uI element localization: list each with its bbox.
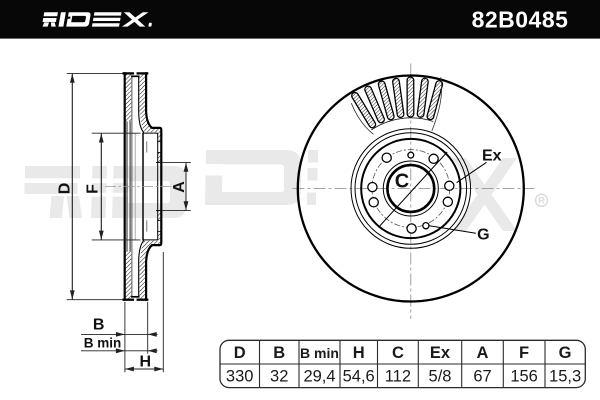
svg-text:29,4: 29,4 xyxy=(303,368,335,386)
svg-text:A: A xyxy=(171,181,188,193)
svg-text:A: A xyxy=(477,344,489,362)
svg-text:F: F xyxy=(84,184,101,194)
svg-text:330: 330 xyxy=(226,368,254,386)
svg-text:H: H xyxy=(353,344,365,362)
svg-text:156: 156 xyxy=(510,368,538,386)
svg-text:Ex: Ex xyxy=(482,148,502,165)
svg-text:D: D xyxy=(234,344,246,362)
svg-text:32: 32 xyxy=(270,368,288,386)
svg-text:D: D xyxy=(56,183,73,195)
svg-text:Ex: Ex xyxy=(430,344,451,362)
svg-text:54,6: 54,6 xyxy=(343,368,375,386)
svg-text:B: B xyxy=(273,344,285,362)
svg-text:C: C xyxy=(392,344,404,362)
svg-text:F: F xyxy=(519,344,529,362)
svg-text:5/8: 5/8 xyxy=(429,368,452,386)
svg-text:H: H xyxy=(140,354,152,371)
svg-text:15,3: 15,3 xyxy=(549,368,581,386)
svg-text:82B0485: 82B0485 xyxy=(472,6,569,32)
svg-text:G: G xyxy=(477,226,489,243)
svg-text:112: 112 xyxy=(385,368,411,386)
svg-text:B min: B min xyxy=(84,335,122,350)
svg-text:67: 67 xyxy=(473,368,491,386)
svg-text:B: B xyxy=(93,317,105,334)
svg-text:R: R xyxy=(538,196,545,206)
svg-text:G: G xyxy=(559,344,572,362)
svg-text:C: C xyxy=(395,171,409,193)
svg-text:B min: B min xyxy=(300,345,339,361)
